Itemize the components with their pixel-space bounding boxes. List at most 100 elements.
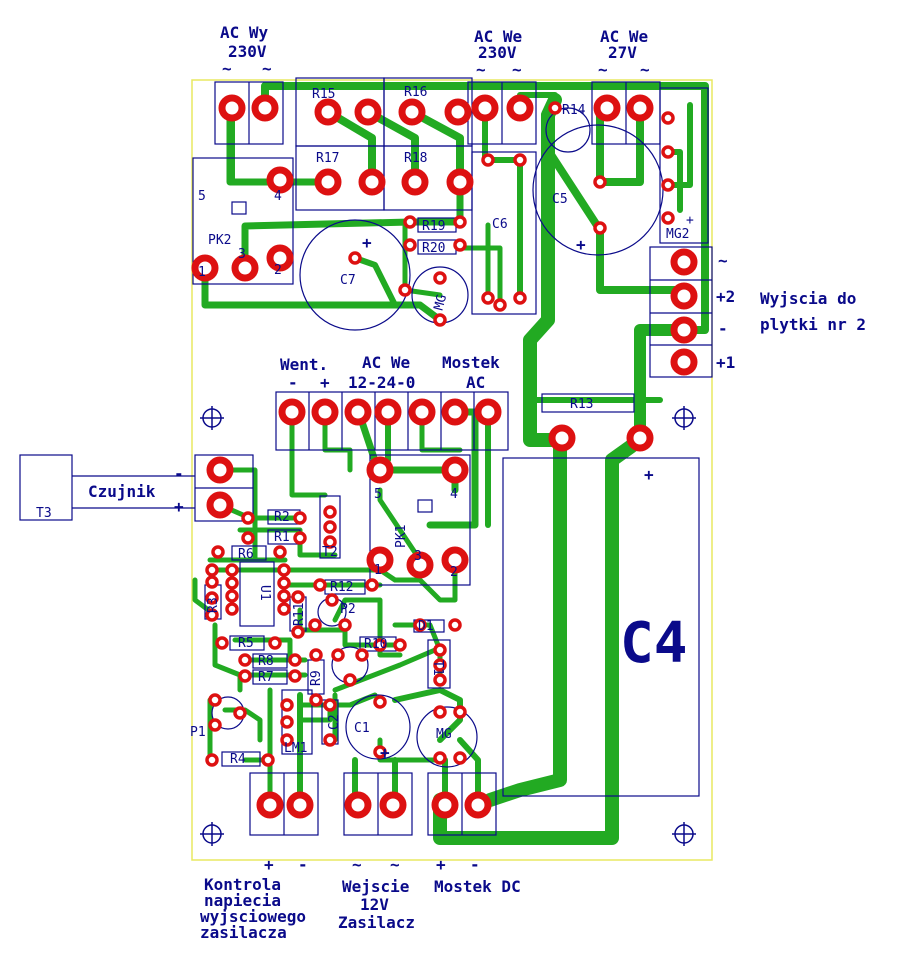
ac-we-230-label: AC We [474, 27, 522, 46]
mostek-ac-label: Mostek [442, 353, 500, 372]
c7-label: C7 [340, 273, 356, 288]
c4-label: C4 [620, 611, 687, 676]
solder-pad [408, 398, 436, 426]
solder-pad-small [309, 648, 323, 662]
solder-pad-small [293, 531, 307, 545]
solder-pad-small [398, 283, 412, 297]
pk1-pin5: 5 [374, 487, 382, 502]
ac-we-230-voltage: 230V [478, 43, 517, 62]
solder-pad-small [273, 545, 287, 559]
t2-body [319, 495, 341, 559]
d1-label: D1 [418, 619, 434, 634]
u1-label: U1 [257, 585, 272, 601]
tilde-2: ~ [262, 59, 272, 78]
solder-pad-small [433, 751, 447, 765]
went-label: Went. [280, 355, 328, 374]
solder-pad-small [413, 618, 427, 632]
kontrola-label-3: wyjsciowego [200, 907, 306, 926]
solder-pad-small [433, 271, 447, 285]
pk2-pin2: 2 [274, 263, 282, 278]
solder-pad [444, 98, 472, 126]
board-outline [191, 79, 713, 861]
czujnik-plus: + [174, 497, 184, 516]
solder-pad-small [225, 602, 239, 616]
czujnik-minus: - [174, 464, 184, 483]
c6-label: C6 [492, 217, 508, 232]
solder-pad-small [323, 733, 337, 747]
wejscie-label-1: Wejscie [342, 877, 409, 896]
mounting-hole [200, 822, 224, 846]
solder-pad [374, 398, 402, 426]
out-plus1-label: +1 [716, 353, 735, 372]
solder-pad-small [593, 175, 607, 189]
solder-pad [256, 791, 284, 819]
solder-pad-small [215, 636, 229, 650]
solder-pad [206, 456, 234, 484]
solder-pad-small [288, 669, 302, 683]
solder-pad [626, 424, 654, 452]
solder-pad-small [225, 563, 239, 577]
r13-label: R13 [570, 397, 593, 412]
c2-label: C2 [327, 714, 342, 730]
c1-body [345, 694, 411, 760]
wejscie-tilde-2: ~ [390, 855, 400, 874]
tilde-5: ~ [598, 60, 608, 79]
pk2-label: PK2 [208, 233, 231, 248]
solder-pad-small [205, 753, 219, 767]
pk2-pin1: 1 [198, 265, 206, 280]
pk2-body [192, 157, 294, 285]
solder-pad [670, 348, 698, 376]
solder-pad-small [241, 531, 255, 545]
mounting-holes [200, 406, 696, 846]
solder-pad [471, 94, 499, 122]
r6-label: R6 [238, 547, 254, 562]
pk2-pin4: 4 [274, 189, 282, 204]
solder-pad-small [453, 238, 467, 252]
r1-label: R1 [274, 530, 290, 545]
mounting-hole [672, 822, 696, 846]
solder-pad-small [661, 111, 675, 125]
r14-body [545, 107, 591, 153]
solder-pad-small [513, 153, 527, 167]
solder-pad [311, 398, 339, 426]
solder-pad [314, 98, 342, 126]
lm1-label: LM1 [284, 741, 307, 756]
solder-pad [548, 424, 576, 452]
solder-pad-small [433, 705, 447, 719]
solder-pad-small [661, 211, 675, 225]
solder-pad [206, 491, 234, 519]
r17-label: R17 [316, 151, 339, 166]
solder-pad-small [238, 669, 252, 683]
r14-label: R14 [562, 103, 586, 118]
out-tilde-label: ~ [718, 251, 728, 270]
solder-pad-small [205, 575, 219, 589]
tilde-1: ~ [222, 59, 232, 78]
mounting-hole [672, 406, 696, 430]
solder-pad-small [261, 753, 275, 767]
solder-pad [464, 791, 492, 819]
tilde-4: ~ [512, 60, 522, 79]
solder-pad [401, 168, 429, 196]
silkscreen-outlines [19, 77, 713, 836]
kontrola-label-4: zasilacza [200, 923, 287, 942]
solder-pad-small [277, 602, 291, 616]
c5-plus: + [576, 235, 586, 254]
solder-pad-small [277, 589, 291, 603]
u1-body [239, 561, 275, 627]
solder-pad [266, 166, 294, 194]
solder-pad [344, 791, 372, 819]
solder-pad [344, 398, 372, 426]
r13-body [541, 393, 635, 413]
wyjscia-label-1: Wyjscia do [760, 289, 856, 308]
solder-pad [266, 244, 294, 272]
solder-pad-small [373, 745, 387, 759]
c4-body [502, 457, 700, 797]
solder-pad [670, 248, 698, 276]
solder-pad-small [238, 653, 252, 667]
pk2-pin3: 3 [238, 247, 246, 262]
silkscreen-text: AC Wy 230V ~ ~ AC We 230V ~ ~ AC We 27V … [36, 23, 866, 942]
mg2-label: MG2 [666, 227, 689, 242]
solder-pad [354, 98, 382, 126]
r19-label: R19 [422, 219, 445, 234]
